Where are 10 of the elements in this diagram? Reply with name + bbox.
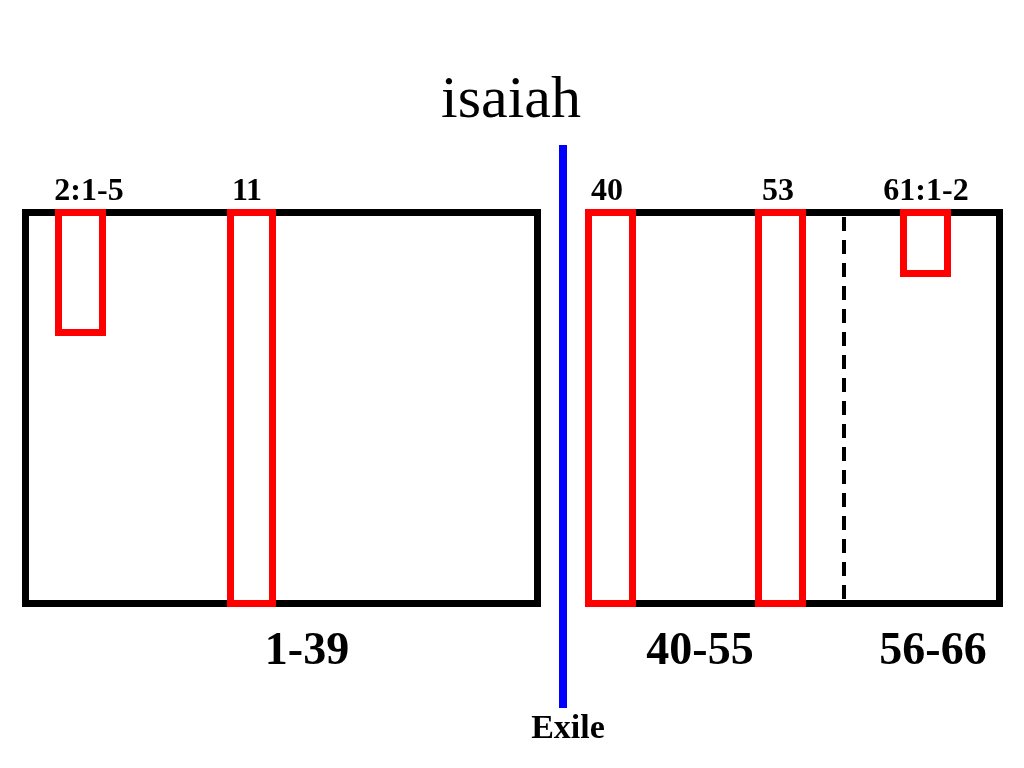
verse-reference-label: 61:1-2 (883, 173, 969, 205)
verse-reference-label: 40 (591, 173, 623, 205)
chapter-range-label: 40-55 (646, 626, 754, 672)
chapter-range-label: 56-66 (879, 626, 987, 672)
verse-reference-label: 53 (762, 173, 794, 205)
diagram-title: isaiah (441, 67, 581, 127)
verse-reference-label: 11 (231, 173, 263, 205)
chapter-range-label: 1-39 (264, 626, 350, 672)
verse-reference-label: 2:1-5 (54, 173, 124, 205)
era-label: Exile (531, 710, 605, 744)
